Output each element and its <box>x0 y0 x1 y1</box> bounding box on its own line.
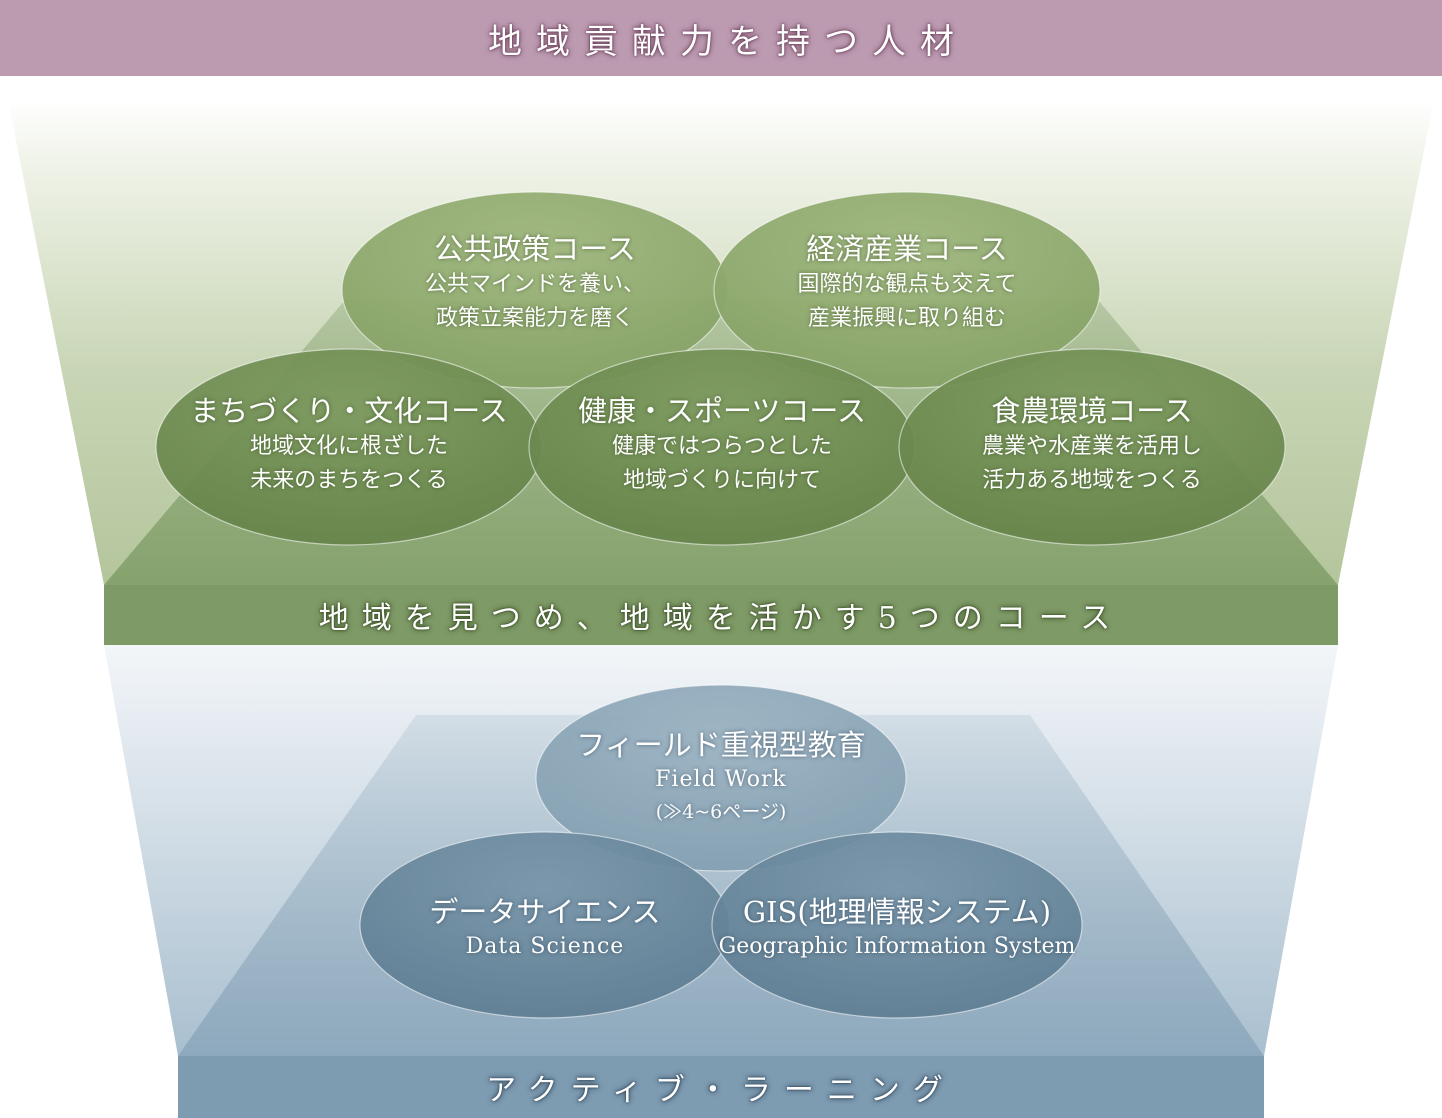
ellipse-gis <box>711 831 1083 1019</box>
course-desc: 国際的な観点も交えて <box>797 272 1017 297</box>
learning-platform-label: アクティブ・ラーニング <box>178 1056 1264 1118</box>
course-public-policy: 公共政策コース 公共マインドを養い、 政策立案能力を磨く <box>425 230 645 336</box>
learning-data-science: データサイエンス Data Science <box>429 893 660 963</box>
course-health-sports: 健康・スポーツコース 健康ではつらつとした 地域づくりに向けて <box>578 392 866 498</box>
course-desc: 未来のまちをつくる <box>250 468 448 493</box>
course-title: 食農環境コース <box>991 394 1193 428</box>
ellipse-food-agri-env <box>898 348 1286 546</box>
course-desc: 活力ある地域をつくる <box>982 468 1202 493</box>
blue-platform-front <box>178 1056 1264 1118</box>
course-desc: 産業振興に取り組む <box>807 306 1006 331</box>
learning-ellipses <box>359 684 1083 1019</box>
course-title: 経済産業コース <box>806 232 1008 266</box>
course-desc: 健康ではつらつとした <box>611 434 833 459</box>
learning-title: GIS(地理情報システム) <box>742 895 1052 929</box>
course-desc: 地域づくりに向けて <box>622 468 822 493</box>
course-desc: 地域文化に根ざした <box>249 434 448 459</box>
learning-title: データサイエンス <box>429 895 661 929</box>
course-desc: 公共マインドを養い、 <box>424 272 646 297</box>
learning-page-ref: (≫4~6ページ) <box>655 801 787 823</box>
learning-en: Data Science <box>465 934 625 959</box>
courses-platform-label-text: 地域を見つめ、地域を活かす5つのコース <box>318 601 1124 636</box>
learning-title: フィールド重視型教育 <box>576 728 866 762</box>
course-desc: 農業や水産業を活用し <box>981 434 1203 459</box>
green-platform-front <box>104 585 1338 645</box>
courses-platform-label: 地域を見つめ、地域を活かす5つのコース <box>104 585 1338 645</box>
header-band: 地域貢献力を持つ人材 <box>0 0 1442 76</box>
course-title: 健康・スポーツコース <box>578 394 866 428</box>
learning-field-work: フィールド重視型教育 Field Work (≫4~6ページ) <box>576 726 865 828</box>
learning-gis: GIS(地理情報システム) Geographic Information Sys… <box>719 893 1076 963</box>
course-title: 公共政策コース <box>434 232 636 266</box>
header-title: 地域貢献力を持つ人材 <box>488 21 968 62</box>
course-economy-industry: 経済産業コース 国際的な観点も交えて 産業振興に取り組む <box>798 230 1017 336</box>
course-town-culture: まちづくり・文化コース 地域文化に根ざした 未来のまちをつくる <box>190 392 508 498</box>
ellipse-field-work <box>535 684 907 872</box>
course-ellipses <box>155 191 1286 546</box>
learning-en: Geographic Information System <box>718 934 1076 959</box>
course-title: まちづくり・文化コース <box>190 394 508 428</box>
course-food-agri-env: 食農環境コース 農業や水産業を活用し 活力ある地域をつくる <box>982 392 1202 498</box>
ellipse-economy-industry <box>713 191 1101 389</box>
learning-en: Field Work <box>655 767 787 792</box>
course-desc: 政策立案能力を磨く <box>435 306 635 331</box>
learning-platform-label-text: アクティブ・ラーニング <box>486 1073 956 1108</box>
